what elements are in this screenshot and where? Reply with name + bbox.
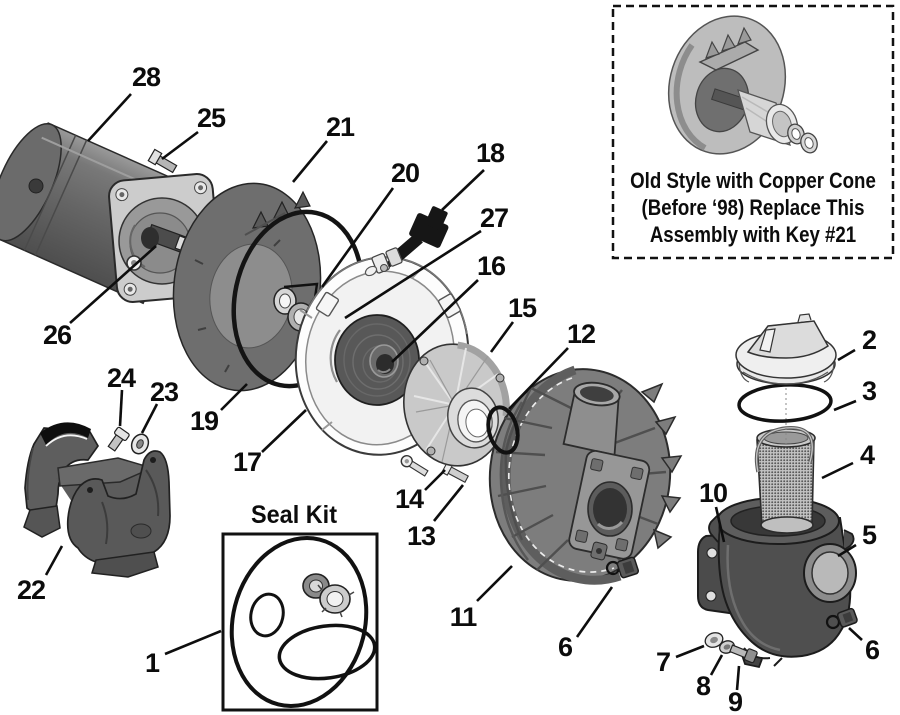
svg-text:1: 1: [145, 648, 160, 678]
svg-text:15: 15: [508, 293, 537, 323]
svg-text:9: 9: [728, 687, 743, 715]
svg-text:Seal Kit: Seal Kit: [251, 501, 338, 529]
svg-text:6: 6: [865, 635, 880, 665]
svg-text:Assembly with Key #21: Assembly with Key #21: [650, 222, 856, 247]
svg-text:(Before ‘98) Replace This: (Before ‘98) Replace This: [642, 195, 865, 220]
svg-text:26: 26: [43, 320, 72, 350]
svg-text:16: 16: [477, 251, 506, 281]
svg-text:21: 21: [326, 112, 355, 142]
svg-text:19: 19: [190, 406, 219, 436]
svg-text:13: 13: [407, 521, 436, 551]
svg-text:4: 4: [860, 440, 875, 470]
svg-text:8: 8: [696, 671, 711, 701]
svg-text:24: 24: [107, 363, 136, 393]
svg-text:27: 27: [480, 203, 508, 233]
svg-text:5: 5: [862, 520, 877, 550]
svg-text:2: 2: [862, 325, 876, 355]
svg-text:Old Style with Copper Cone: Old Style with Copper Cone: [630, 168, 876, 193]
svg-text:6: 6: [558, 632, 573, 662]
svg-text:22: 22: [17, 575, 45, 605]
svg-text:17: 17: [233, 447, 261, 477]
svg-text:10: 10: [699, 478, 727, 508]
svg-text:25: 25: [197, 103, 226, 133]
svg-text:14: 14: [395, 484, 424, 514]
svg-text:11: 11: [450, 602, 478, 632]
svg-text:28: 28: [132, 62, 161, 92]
svg-text:7: 7: [656, 647, 670, 677]
svg-text:18: 18: [476, 138, 505, 168]
svg-text:20: 20: [391, 158, 419, 188]
svg-text:23: 23: [150, 377, 179, 407]
svg-text:3: 3: [862, 376, 877, 406]
svg-text:12: 12: [567, 319, 595, 349]
